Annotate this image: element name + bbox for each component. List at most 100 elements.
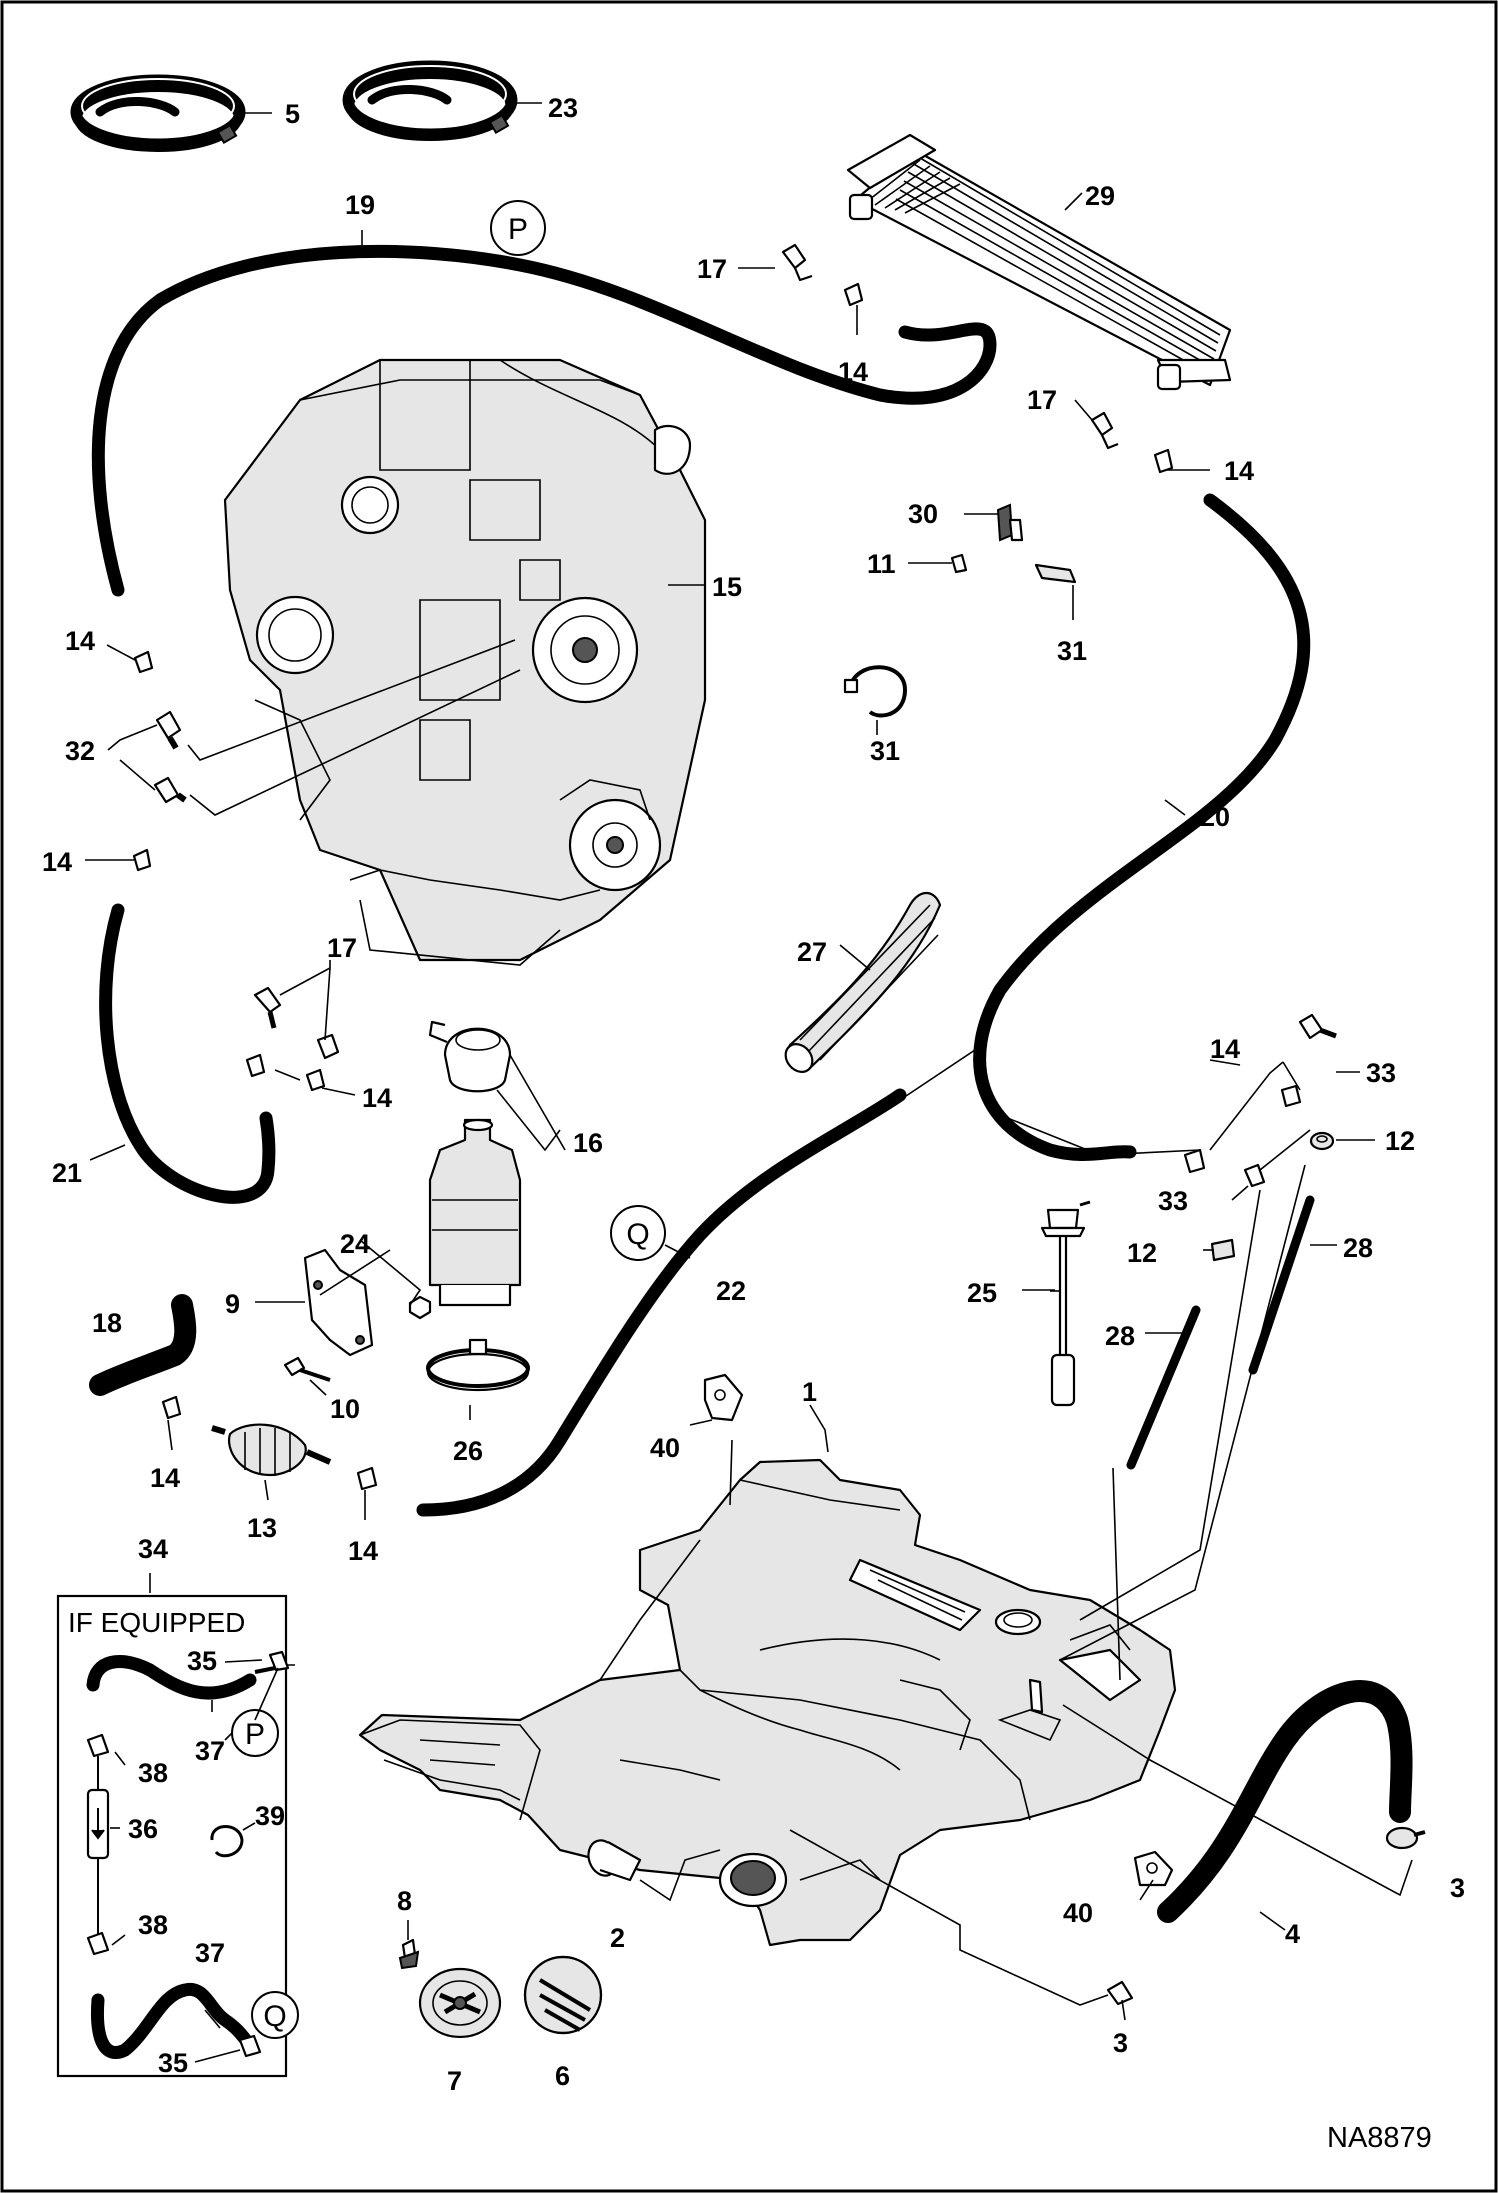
callout-18: 18 [92,1308,122,1338]
fitting-33-upper [1298,1013,1337,1040]
fitting-17-filter-right [316,1033,340,1060]
callout-14-cooler-top: 14 [838,357,868,387]
inset-clamp-39 [210,1825,244,1858]
callout-13: 13 [247,1513,277,1543]
callout-1: 1 [802,1377,817,1407]
clamp-14-bulb-right [356,1466,378,1491]
coiled-hose-23 [342,60,518,141]
nut-24 [408,1295,432,1320]
callout-12-left: 12 [1127,1238,1157,1268]
callout-36: 36 [128,1814,158,1844]
callout-16: 16 [573,1128,603,1158]
clamp-14-cooler-bottom [1153,448,1174,474]
callout-7: 7 [447,2066,462,2096]
fuel-hose-28-right [1248,1195,1315,1375]
fuel-hose-21 [99,903,276,1204]
bracket-9 [303,1248,374,1357]
callout-14-left-lower: 14 [42,847,72,877]
clamp-14-left-upper [133,650,154,674]
fitting-32-upper [155,710,182,750]
callout-26: 26 [453,1436,483,1466]
fuel-cap-6 [523,1955,603,2035]
callout-30: 30 [908,499,938,529]
callout-3-upper: 3 [1450,1873,1465,1903]
clamp-14-bulb-left [161,1395,182,1420]
callout-33-lower: 33 [1158,1186,1188,1216]
inset-reference-q-label: Q [263,2000,286,2033]
clamp-26 [426,1338,530,1392]
grommet-12-right [1309,1131,1335,1151]
inset-fitting-35-top [268,1650,290,1672]
fitting-32-lower [153,776,187,804]
if-equipped-inset: IF EQUIPPED P Q [56,1594,299,2078]
callout-34: 34 [138,1534,168,1564]
inset-hose-top [86,1655,257,1700]
clamp-14-left-lower [132,848,152,872]
callout-14-upper-right: 14 [1210,1034,1240,1064]
callout-40-bottom: 40 [1063,1898,1093,1928]
callout-32: 32 [65,736,95,766]
fuel-cap-7 [418,1967,502,2039]
callout-40-top: 40 [650,1433,680,1463]
drawing-code: NA8879 [1327,2122,1432,2154]
inset-fitting-38-bottom [86,1931,110,1956]
callout-3-lower: 3 [1113,2028,1128,2058]
fitting-17-cooler-top [781,243,813,282]
callout-14-filter: 14 [362,1083,392,1113]
callout-37-top: 37 [195,1736,225,1766]
callout-20: 20 [1200,802,1230,832]
callout-37-bottom: 37 [195,1938,225,1968]
engine-15 [223,358,707,966]
clamp-14-filter-left [245,1053,266,1078]
fitting-17-filter-left [253,986,282,1029]
callout-28-left: 28 [1105,1321,1135,1351]
inset-fitting-35-bottom [238,2034,262,2058]
vent-8 [398,1938,420,1970]
sleeve-27 [784,891,942,1073]
clamp-14-tank-line [1183,1148,1206,1174]
callout-29: 29 [1085,181,1115,211]
callout-10: 10 [330,1394,360,1424]
callout-6: 6 [555,2061,570,2091]
callout-22: 22 [716,1276,746,1306]
fitting-33-lower [1243,1163,1266,1188]
inset-title: IF EQUIPPED [68,1607,245,1638]
adapter-2 [587,1839,642,1882]
leader-lines [85,102,1413,2021]
callout-8: 8 [397,1886,412,1916]
clamp-14-cooler-top [843,282,864,307]
callout-28-right: 28 [1343,1233,1373,1263]
grommet-12-left [1210,1238,1236,1262]
callout-23: 23 [548,93,578,123]
reference-p-top-label: P [508,213,528,246]
bolt-10 [283,1356,331,1382]
callout-2: 2 [610,1923,625,1953]
callout-11: 11 [867,549,896,579]
fuel-sender-25 [1040,1200,1091,1407]
fuel-hose-18 [89,1294,197,1396]
callout-17-filter: 17 [327,933,357,963]
fuel-cooler-29 [846,133,1232,391]
callout-5: 5 [285,99,300,129]
callout-24: 24 [340,1229,370,1259]
callout-9: 9 [225,1289,240,1319]
callout-4: 4 [1285,1919,1300,1949]
callout-21: 21 [52,1158,82,1188]
callout-14-cooler-bottom: 14 [1224,456,1254,486]
fitting-17-cooler-bottom [1090,411,1119,450]
clamp-3-lower [1106,1980,1134,2006]
reference-q-middle-label: Q [626,1218,649,1251]
callout-31-band: 31 [870,736,900,766]
fuel-tank-1 [358,1458,1177,1947]
clamp-31-strap [1034,563,1077,584]
callout-15: 15 [712,572,742,602]
clamp-14-filter-right [305,1068,326,1092]
fuel-hose-4 [1157,1680,1413,1923]
callout-labels: 5 23 19 29 17 14 17 14 30 11 31 31 15 14… [42,93,1465,2096]
inset-hose-bottom [90,1982,257,2059]
callout-35-top: 35 [187,1646,217,1676]
clamp-3-upper [1385,1826,1426,1850]
callout-38-top: 38 [138,1758,168,1788]
